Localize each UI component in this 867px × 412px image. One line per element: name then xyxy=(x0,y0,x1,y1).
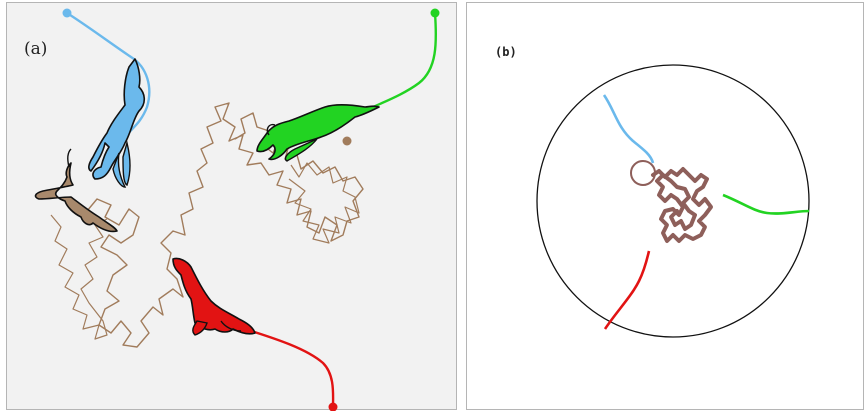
blue-dog-path-b xyxy=(602,94,655,164)
red-dog-path-b xyxy=(603,250,651,330)
panel-a-canvas xyxy=(34,8,440,411)
panel-a-label: (a) xyxy=(24,39,48,59)
hare-walk xyxy=(651,167,713,243)
panel-a: (a) xyxy=(6,2,457,411)
hare-trail xyxy=(86,102,364,348)
red-dog-path xyxy=(244,327,335,408)
hare-start xyxy=(342,136,352,146)
green-dog-start xyxy=(430,8,440,18)
blue-greyhound-icon xyxy=(88,58,146,188)
arena-circle xyxy=(536,64,810,338)
hare-start-ring xyxy=(630,160,656,186)
brown-hare-icon xyxy=(34,148,118,233)
green-dog-path-b xyxy=(722,193,810,215)
panel-b: (b) xyxy=(466,2,864,410)
panel-b-canvas xyxy=(536,64,810,338)
blue-dog-path xyxy=(66,11,151,136)
hare-trail-extra xyxy=(50,214,108,340)
green-greyhound-icon xyxy=(256,103,380,162)
blue-dog-start xyxy=(62,8,72,18)
red-dog-start xyxy=(328,402,338,411)
panel-b-label: (b) xyxy=(495,45,517,59)
green-dog-path xyxy=(368,12,438,111)
red-greyhound-icon xyxy=(172,257,256,336)
hare-trail-cluster xyxy=(288,162,360,244)
